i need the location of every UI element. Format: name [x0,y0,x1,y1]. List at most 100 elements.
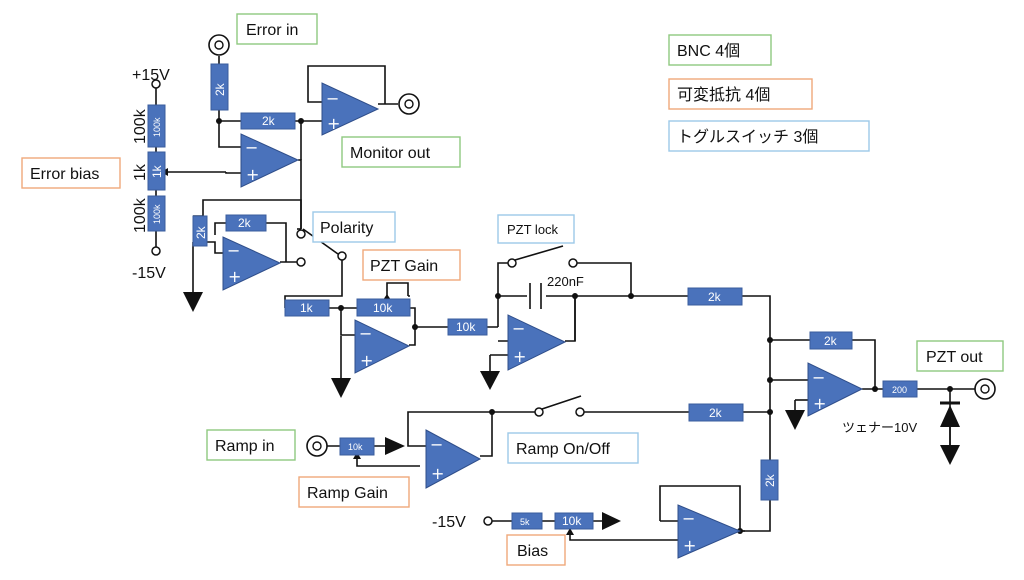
monitor-out-label: Monitor out [341,136,461,168]
resistor-1k-pot: 1k [147,151,166,191]
polarity-contact-a [296,229,306,239]
legend-bnc: BNC 4個 [668,34,772,66]
svg-text:1k: 1k [300,301,314,315]
bnc-pzt-out[interactable] [974,378,996,400]
polarity-contact-b [296,257,306,267]
svg-text:Polarity: Polarity [320,220,373,237]
minus15v-terminal [151,246,161,256]
svg-text:1k: 1k [150,164,164,178]
opamp-polarity: − + [222,236,282,291]
svg-text:Error in: Error in [246,22,298,39]
opamp-error: − + [240,133,300,188]
resistor-2k-monitor: 2k [240,112,296,130]
resistor-10k-integrator: 10k [447,318,488,336]
pzt-out-label: PZT out [916,340,1004,372]
svg-text:Ramp Gain: Ramp Gain [307,485,388,502]
resistors: 2k 2k 100k 1k 100k 2k 2k 1k [147,63,918,530]
minus15v-bias-label: -15V [432,514,466,531]
bnc-ramp-in[interactable] [306,435,328,457]
svg-text:Monitor out: Monitor out [350,145,431,162]
resistor-1k-gain-input: 1k [284,299,330,317]
resistor-10k-bias-pot: 10k [554,512,594,530]
zener-diode [940,401,960,465]
resistor-2k-polarity-feedback: 2k [225,214,267,232]
svg-text:Error bias: Error bias [30,166,99,183]
resistor-10k-gain-feedback: 10k [356,298,411,317]
ground-icon [785,410,805,430]
svg-text:+: + [246,165,259,184]
r100k-lower-label: 100k [132,197,149,233]
plus15v-label: +15V [132,67,170,84]
ground-icon [480,371,500,390]
lock-switch-b [568,258,578,268]
ground-icon [183,292,203,312]
svg-text:2k: 2k [262,114,276,128]
wiper-arrows [161,168,621,535]
bnc-monitor-out[interactable] [398,93,420,115]
ramp-onoff-lever [541,395,582,410]
svg-text:2k: 2k [194,225,208,239]
pzt-lock-lever [514,245,564,261]
svg-text:−: − [812,368,825,387]
error-bias-label: Error bias [21,157,121,189]
svg-text:+: + [513,347,526,366]
resistor-200-output: 200 [882,380,918,398]
resistor-2k-bias-sum: 2k [760,459,779,501]
parts-legend: BNC 4個 可変抵抗 4個 トグルスイッチ 3個 [668,34,870,152]
svg-text:2k: 2k [709,406,723,420]
svg-text:−: − [430,435,443,454]
svg-text:+: + [360,351,373,370]
opamp-monitor: − + [321,82,380,136]
bnc-error-in[interactable] [208,34,230,56]
resistor-2k-summing-feedback: 2k [809,331,853,350]
arrow-up-icon [566,528,574,535]
svg-text:10k: 10k [348,442,363,452]
resistor-5k-bias: 5k [511,512,543,530]
opamp-integrator: − + [507,314,567,371]
svg-text:2k: 2k [824,334,838,348]
svg-text:+: + [813,394,826,413]
ramp-onoff-label: Ramp On/Off [507,432,639,464]
pzt-gain-label: PZT Gain [362,249,461,281]
svg-text:100k: 100k [152,204,162,224]
svg-text:−: − [682,509,695,528]
svg-text:+: + [228,267,241,286]
junction-dots [216,118,953,534]
svg-text:2k: 2k [708,290,722,304]
svg-text:−: − [326,89,339,108]
resistor-100k-lower: 100k [147,195,166,232]
svg-text:Ramp in: Ramp in [215,438,275,455]
polarity-common [337,251,347,261]
polarity-label: Polarity [312,211,396,243]
ramp-switch-b [575,407,585,417]
svg-text:−: − [359,324,372,343]
resistor-2k-error-input: 2k [210,63,229,111]
error-in-label: Error in [236,13,318,45]
bias-label: Bias [506,534,566,566]
svg-text:−: − [245,138,258,157]
svg-text:−: − [227,241,240,260]
arrow-right-icon [602,512,621,530]
svg-text:+: + [431,464,444,483]
ramp-in-label: Ramp in [206,429,296,461]
svg-text:BNC 4個: BNC 4個 [677,42,740,60]
svg-text:トグルスイッチ 3個: トグルスイッチ 3個 [677,128,818,146]
resistor-2k-polarity-vertical: 2k [192,215,208,247]
svg-text:2k: 2k [763,473,777,487]
svg-text:10k: 10k [562,514,582,528]
svg-text:Bias: Bias [517,543,548,560]
svg-text:−: − [512,319,525,338]
svg-text:2k: 2k [213,82,227,96]
resistor-100k-upper: 100k [147,104,166,148]
svg-text:PZT lock: PZT lock [507,222,559,237]
bnc-connectors [208,34,996,457]
resistor-2k-ramp-sum: 2k [688,403,744,422]
svg-text:PZT Gain: PZT Gain [370,258,438,275]
minus15v-label: -15V [132,265,166,282]
ramp-switch-a [534,407,544,417]
svg-text:5k: 5k [520,517,530,527]
svg-text:可変抵抗 4個: 可変抵抗 4個 [677,86,770,104]
ground-symbols [183,292,805,430]
boxed-labels: Error in Monitor out Error bias Polarity… [21,13,1004,566]
